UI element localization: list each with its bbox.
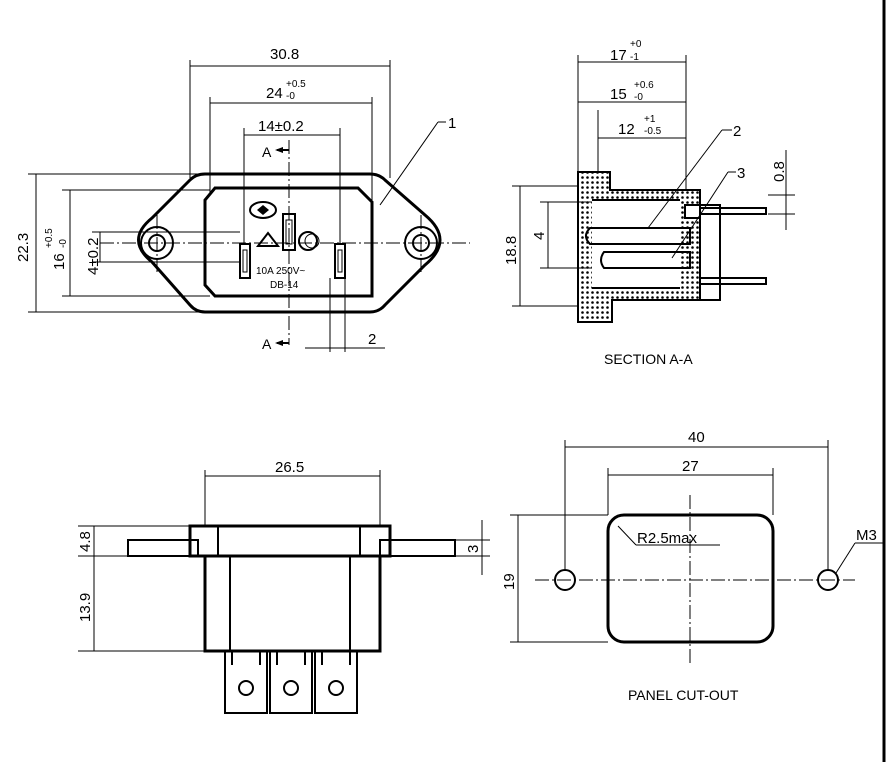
dimension-body-height-tol-upper: +0.5 <box>44 228 55 248</box>
side-view: 26.5 4.8 13.9 3 <box>77 459 490 714</box>
certification-circle-icon <box>298 231 318 251</box>
side-body <box>203 554 382 653</box>
callout-1: 1 <box>448 115 456 132</box>
brand-logo <box>249 201 277 219</box>
dimension-hole-spacing: 40 <box>688 429 705 446</box>
dimension-inner-depth-tol-upper: +1 <box>644 114 656 125</box>
socket-body-outline <box>203 186 374 298</box>
callout-3: 3 <box>737 165 745 182</box>
dimension-total-depth-tol-upper: +0 <box>630 39 642 50</box>
dimension-total-depth: 17 <box>610 47 627 64</box>
side-terminals <box>224 650 358 714</box>
right-pin <box>334 243 346 279</box>
section-caption: SECTION A-A <box>604 351 693 367</box>
rating-text-line2: DB-14 <box>270 280 299 291</box>
contact-lower <box>600 251 691 269</box>
cutout-outline <box>606 513 775 644</box>
dimension-flange-thickness: 3 <box>465 545 482 553</box>
dimension-cutout-width: 27 <box>682 458 699 475</box>
dimension-body-height-tol-lower: -0 <box>58 239 69 248</box>
certification-triangle-icon <box>255 231 281 247</box>
section-mark-bottom: A <box>262 336 272 352</box>
front-view: 10A 250V~ DB-14 30.8 24 +0.5 -0 14±0.2 A… <box>15 46 470 352</box>
dimension-overall-width: 30.8 <box>270 46 299 63</box>
terminal-upper <box>699 207 767 215</box>
section-mark-top: A <box>262 144 272 160</box>
left-pin <box>239 243 251 279</box>
dimension-body-width-tol-upper: +0.5 <box>286 79 306 90</box>
callout-2: 2 <box>733 123 741 140</box>
dimension-overall-height: 22.3 <box>15 233 32 262</box>
contact-upper <box>585 227 691 245</box>
front-flange-outline <box>137 172 442 314</box>
dimension-pin-offset: 4±0.2 <box>85 238 102 275</box>
dimension-section-small: 4 <box>531 232 548 240</box>
dimension-corner-radius: R2.5max <box>637 530 698 547</box>
section-view: 17 +0 -1 15 +0.6 -0 12 +1 -0.5 18.8 4 0.… <box>503 39 795 367</box>
dimension-inner-depth: 12 <box>618 121 635 138</box>
dimension-body-depth: 13.9 <box>77 593 94 622</box>
dimension-mid-depth-tol-lower: -0 <box>634 92 643 103</box>
terminal-lower <box>699 277 767 285</box>
dimension-section-height: 18.8 <box>503 236 520 265</box>
dimension-mid-depth-tol-upper: +0.6 <box>634 80 654 91</box>
dimension-side-width: 26.5 <box>275 459 304 476</box>
panel-cutout-view: 40 27 19 R2.5max M3 PANEL CUT-OUT <box>501 429 884 703</box>
dimension-inner-depth-tol-lower: -0.5 <box>644 126 662 137</box>
dimension-mid-depth: 15 <box>610 86 627 103</box>
dimension-body-width: 24 <box>266 85 283 102</box>
dimension-terminal-thickness: 0.8 <box>771 161 788 182</box>
dimension-pin-span: 14±0.2 <box>258 118 304 135</box>
dimension-body-height: 16 <box>51 253 68 270</box>
dimension-body-width-tol-lower: -0 <box>286 91 295 102</box>
panel-cutout-caption: PANEL CUT-OUT <box>628 687 739 703</box>
dimension-flange-height: 4.8 <box>77 531 94 552</box>
dimension-cutout-height: 19 <box>501 573 518 590</box>
dimension-total-depth-tol-lower: -1 <box>630 52 639 63</box>
dimension-screw-size: M3 <box>856 527 877 544</box>
dimension-pin-width: 2 <box>368 331 376 348</box>
rating-text-line1: 10A 250V~ <box>256 266 305 277</box>
